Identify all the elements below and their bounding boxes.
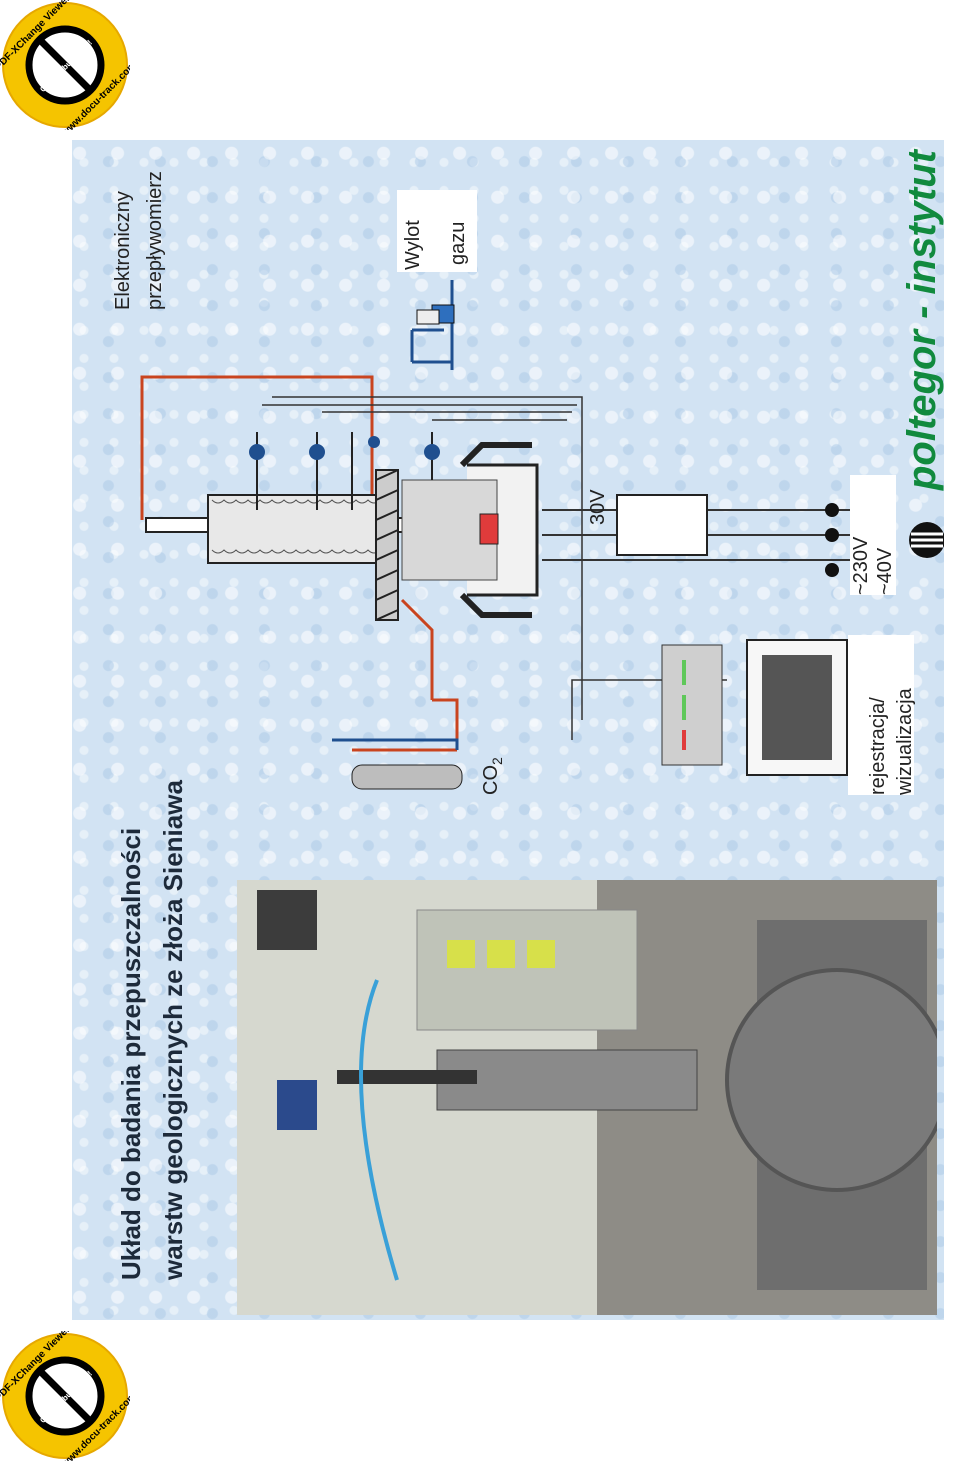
outlet-label-box bbox=[397, 190, 477, 272]
controller-box bbox=[616, 494, 708, 556]
insulation-texture bbox=[211, 549, 393, 554]
outlet-label-line1: Wylot bbox=[402, 220, 424, 270]
photo-indicator bbox=[527, 940, 555, 968]
co2-blue-line bbox=[332, 738, 459, 750]
co2-text: CO bbox=[480, 765, 502, 795]
power-terminal bbox=[825, 528, 839, 542]
valve-icon bbox=[416, 309, 440, 325]
vessel-supports bbox=[459, 442, 532, 618]
watermark-badge-bottom[interactable]: PDF-XChange Viewer Click to buy NOW! www… bbox=[0, 1331, 130, 1461]
power-terminal bbox=[825, 563, 839, 577]
photo-meter bbox=[277, 1080, 317, 1130]
co2-red-line bbox=[352, 598, 459, 752]
photo-cabinet bbox=[416, 909, 638, 1031]
photo-column bbox=[436, 1049, 698, 1111]
photo-tube bbox=[359, 979, 399, 1281]
slide: Układ do badania przepuszczalności warst… bbox=[72, 140, 944, 1320]
co2-subscript: 2 bbox=[489, 757, 505, 765]
flowmeter-label-line2: przepływomierz bbox=[144, 171, 166, 310]
insulation-texture bbox=[211, 499, 393, 504]
photo-rod bbox=[337, 1070, 477, 1084]
voltage-40-label: ~40V bbox=[874, 547, 896, 595]
recording-label-line1: rejestracja/ bbox=[867, 697, 889, 795]
no-sign-slash bbox=[37, 37, 93, 93]
flange bbox=[375, 469, 399, 621]
heater-element bbox=[479, 513, 499, 545]
outlet-label-line2: gazu bbox=[447, 221, 469, 265]
poltegor-logo-text: poltegor - instytut bbox=[900, 150, 944, 490]
laboratory-photo bbox=[237, 880, 937, 1315]
watermark-badge-top[interactable]: PDF-XChange Viewer Click to buy NOW! www… bbox=[0, 0, 130, 130]
thermometer-group bbox=[249, 432, 440, 510]
photo-flange bbox=[725, 968, 937, 1192]
voltage-label-box bbox=[850, 475, 896, 595]
no-sign-slash bbox=[37, 1368, 93, 1424]
recording-label-line2: wizualizacja bbox=[894, 688, 916, 795]
schematic-diagram bbox=[140, 230, 852, 790]
recorder-rack bbox=[661, 644, 723, 766]
photo-indicator bbox=[447, 940, 475, 968]
voltage-230-label: ~230V bbox=[850, 536, 872, 595]
flowmeter-label-line1: Elektroniczny bbox=[112, 191, 134, 310]
poltegor-logo-icon bbox=[909, 522, 944, 558]
power-terminal bbox=[825, 503, 839, 517]
monitor-screen bbox=[762, 655, 832, 760]
co2-cylinder bbox=[351, 764, 463, 790]
photo-pipe bbox=[257, 890, 317, 950]
signal-wires bbox=[262, 396, 727, 740]
outlet-pipe bbox=[410, 280, 454, 370]
voltage-30-label: 30V bbox=[587, 489, 609, 525]
co2-label: CO2 bbox=[480, 757, 505, 795]
photo-indicator bbox=[487, 940, 515, 968]
recording-label-box bbox=[848, 635, 914, 795]
flange-hatching bbox=[375, 469, 399, 621]
